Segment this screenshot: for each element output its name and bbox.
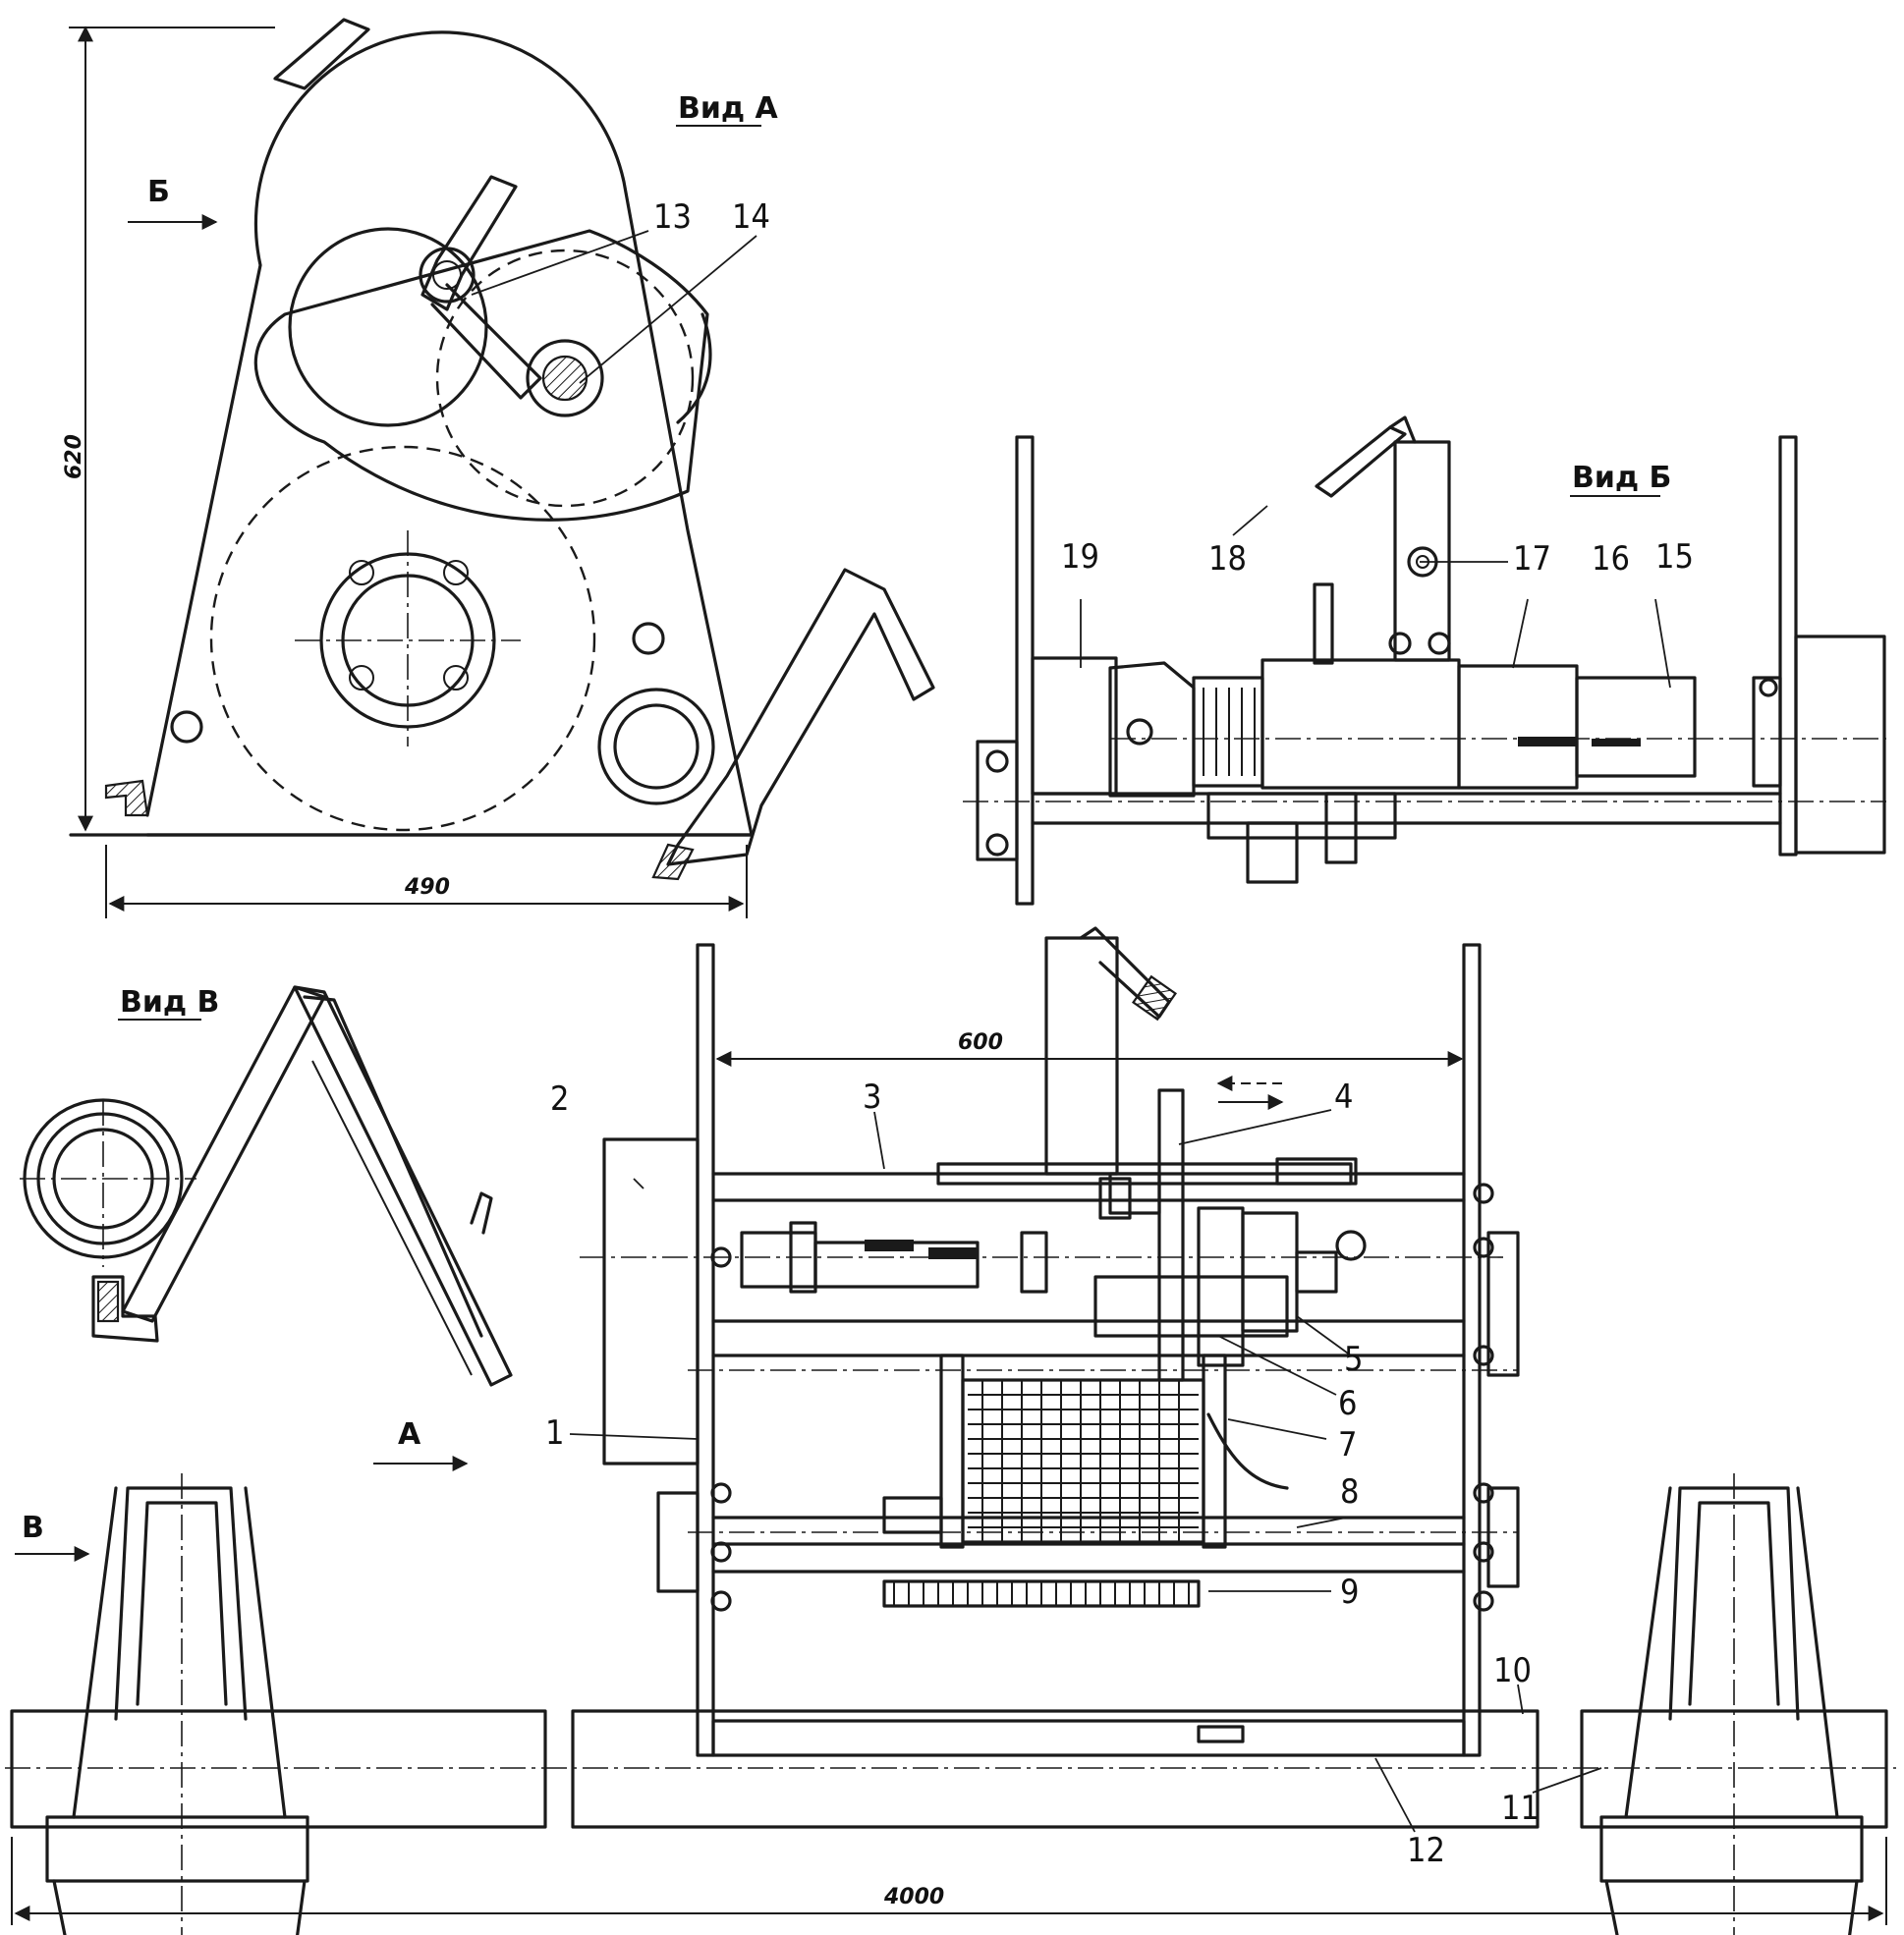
callout-1: 1 xyxy=(545,1413,564,1453)
callout-17: 17 xyxy=(1513,539,1551,579)
direction-marker-a: А xyxy=(398,1417,421,1452)
callout-6: 6 xyxy=(1338,1384,1357,1423)
direction-marker-v: В xyxy=(22,1511,44,1545)
callout-9: 9 xyxy=(1340,1573,1359,1612)
dimension-frame-width: 600 xyxy=(958,1030,1003,1055)
callout-16: 16 xyxy=(1592,539,1630,579)
view-v-drawing xyxy=(20,985,513,1387)
dimension-height: 620 xyxy=(62,434,86,479)
callout-8: 8 xyxy=(1340,1472,1359,1512)
direction-marker-b: Б xyxy=(147,175,170,209)
callout-2: 2 xyxy=(550,1079,569,1119)
callout-10: 10 xyxy=(1493,1651,1532,1690)
callout-12: 12 xyxy=(1407,1831,1445,1870)
callout-18: 18 xyxy=(1208,539,1247,579)
callout-5: 5 xyxy=(1344,1340,1363,1379)
callout-3: 3 xyxy=(863,1078,881,1117)
view-a-drawing xyxy=(69,18,935,918)
view-b-title: Вид Б xyxy=(1572,461,1671,495)
dimension-rail-length: 4000 xyxy=(883,1885,944,1909)
callout-19: 19 xyxy=(1061,537,1099,577)
callout-14: 14 xyxy=(732,197,770,237)
main-view-drawing xyxy=(5,926,1896,1935)
view-b-drawing xyxy=(963,415,1886,906)
callout-7: 7 xyxy=(1338,1425,1357,1465)
rope-coils xyxy=(968,1380,1199,1542)
view-v-title: Вид В xyxy=(120,985,219,1020)
callout-11: 11 xyxy=(1501,1789,1540,1828)
callout-4: 4 xyxy=(1334,1078,1353,1117)
callout-13: 13 xyxy=(653,197,692,237)
dimension-width: 490 xyxy=(404,875,450,900)
view-a-title: Вид А xyxy=(678,91,779,126)
callout-15: 15 xyxy=(1655,537,1694,577)
